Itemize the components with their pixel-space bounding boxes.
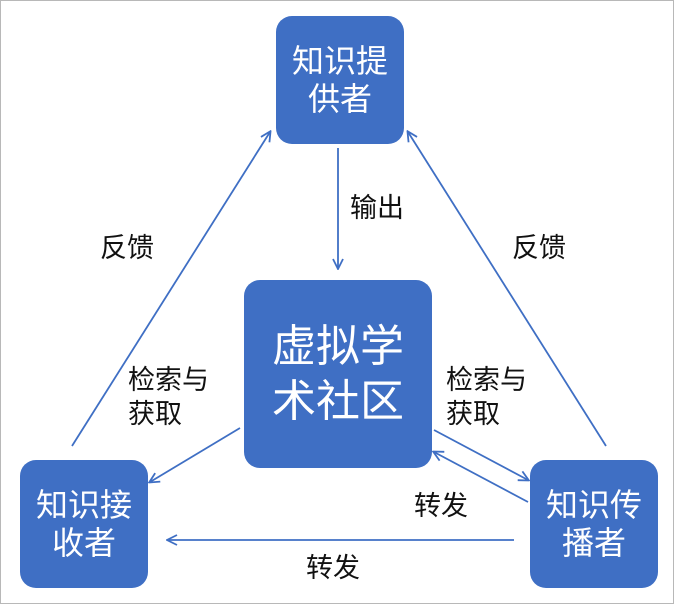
knowledge-disseminator-line2: 播者: [561, 524, 626, 562]
retrieve-right-line2: 获取: [446, 398, 500, 430]
virtual-academic-community-line2: 术社区: [272, 376, 404, 427]
feedback-right-arrow: [408, 132, 607, 447]
retrieve-left-label: 检索与 获取: [128, 364, 209, 432]
knowledge-disseminator-node: 知识传 播者: [530, 460, 658, 588]
virtual-academic-community-line1: 虚拟学: [272, 321, 404, 372]
knowledge-provider-line1: 知识提: [291, 41, 388, 80]
retrieve-left-line2: 获取: [128, 398, 182, 430]
retrieve-left-arrow: [150, 427, 241, 482]
knowledge-provider-node: 知识提 供者: [276, 16, 404, 144]
retrieve-left-line1: 检索与: [128, 365, 209, 396]
forward-upper-label: 转发: [414, 491, 468, 522]
forward-lower-label: 转发: [306, 553, 360, 584]
feedback-left-label: 反馈: [100, 233, 154, 264]
knowledge-receiver-line2: 收者: [51, 524, 116, 562]
output-label: 输出: [350, 193, 404, 224]
knowledge-provider-line2: 供者: [307, 80, 372, 118]
retrieve-right-label: 检索与 获取: [446, 364, 527, 432]
feedback-right-label: 反馈: [512, 233, 566, 264]
virtual-academic-community-node: 虚拟学 术社区: [244, 280, 432, 468]
knowledge-receiver-node: 知识接 收者: [20, 460, 148, 588]
knowledge-disseminator-line1: 知识传: [545, 485, 642, 524]
feedback-left-arrow: [71, 132, 270, 447]
forward-upper-arrow: [434, 452, 529, 503]
retrieve-right-line1: 检索与: [446, 365, 527, 396]
retrieve-right-arrow: [433, 429, 528, 480]
knowledge-receiver-line1: 知识接: [35, 485, 132, 524]
